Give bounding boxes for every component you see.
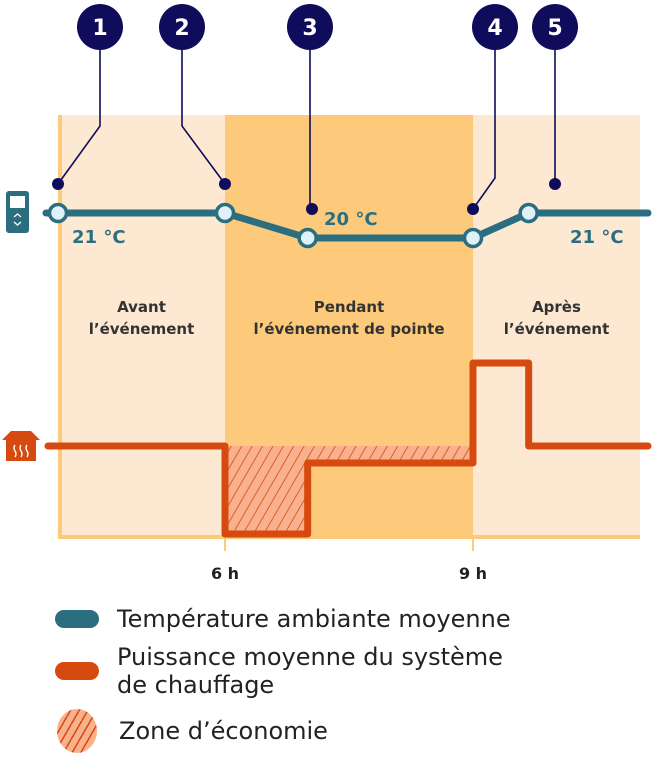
legend-label-savings: Zone d’économie	[119, 717, 328, 745]
marker-number: 4	[487, 16, 502, 41]
x-tick-label: 9 h	[459, 564, 487, 583]
marker-anchor-dot	[467, 203, 479, 215]
temperature-swatch	[55, 610, 99, 628]
marker-number: 5	[547, 16, 562, 41]
legend-label-power-line-2: de chauffage	[117, 671, 275, 699]
temperature-series: 21 °C 20 °C 21 °C	[42, 202, 652, 249]
legend-label-power: Puissance moyenne du système de chauffag…	[117, 643, 503, 699]
temperature-point	[297, 227, 318, 249]
marker-leader-line	[181, 30, 226, 185]
thermostat-icon	[6, 191, 29, 233]
power-swatch	[55, 662, 99, 680]
phase-background-before	[58, 115, 225, 537]
power-series	[44, 359, 652, 538]
phase-label-before: l’événement	[89, 320, 194, 338]
marker-badge-1	[77, 4, 123, 50]
marker-number: 3	[302, 16, 317, 41]
temperature-point	[47, 202, 69, 224]
temperature-label: 21 °C	[570, 227, 624, 248]
savings-zone-area	[225, 446, 473, 534]
savings-zone	[225, 446, 473, 534]
x-tick-label: 6 h	[211, 564, 239, 583]
temperature-label: 21 °C	[72, 227, 126, 248]
marker-leader-line	[472, 30, 496, 210]
legend-label-temperature: Température ambiante moyenne	[117, 605, 511, 633]
phase-label-during: Pendant	[314, 298, 385, 316]
phase-backgrounds	[58, 115, 640, 537]
power-line	[44, 359, 652, 538]
marker-badge-4	[472, 4, 518, 50]
legend-item-power: Puissance moyenne du système de chauffag…	[55, 643, 655, 699]
savings-zone-swatch	[57, 709, 97, 753]
marker-number: 1	[92, 16, 107, 41]
legend-label-power-line-1: Puissance moyenne du système	[117, 643, 503, 671]
peak-event-diagram: 6 h 9 h Avant l’événement Pendant l’événemen…	[2, 4, 652, 583]
phase-label-during: l’événement de pointe	[253, 320, 444, 338]
marker-badge-3	[287, 4, 333, 50]
phase-label-after: l’événement	[504, 320, 609, 338]
marker-badge-2	[159, 4, 205, 50]
legend-item-savings: Zone d’économie	[55, 709, 655, 753]
marker-anchor-dot	[52, 178, 64, 190]
temperature-point	[518, 202, 539, 224]
marker-anchor-dot	[219, 178, 231, 190]
phase-labels: Avant l’événement Pendant l’événement de po…	[89, 298, 609, 338]
temperature-point	[462, 227, 484, 249]
legend-item-temperature: Température ambiante moyenne	[55, 605, 655, 633]
marker-number: 2	[174, 16, 189, 41]
phase-label-before: Avant	[117, 298, 166, 316]
marker-anchor-dot	[306, 203, 318, 215]
marker-badge-5	[532, 4, 578, 50]
temperature-point	[214, 202, 236, 224]
markers: 1 2 3 4 5	[52, 4, 578, 215]
heating-house-icon	[2, 431, 40, 461]
temperature-label: 20 °C	[324, 209, 378, 230]
legend: Température ambiante moyenne Puissance m…	[55, 605, 655, 763]
marker-leader-line	[57, 30, 101, 185]
marker-anchor-dot	[549, 178, 561, 190]
phase-label-after: Après	[532, 298, 581, 316]
